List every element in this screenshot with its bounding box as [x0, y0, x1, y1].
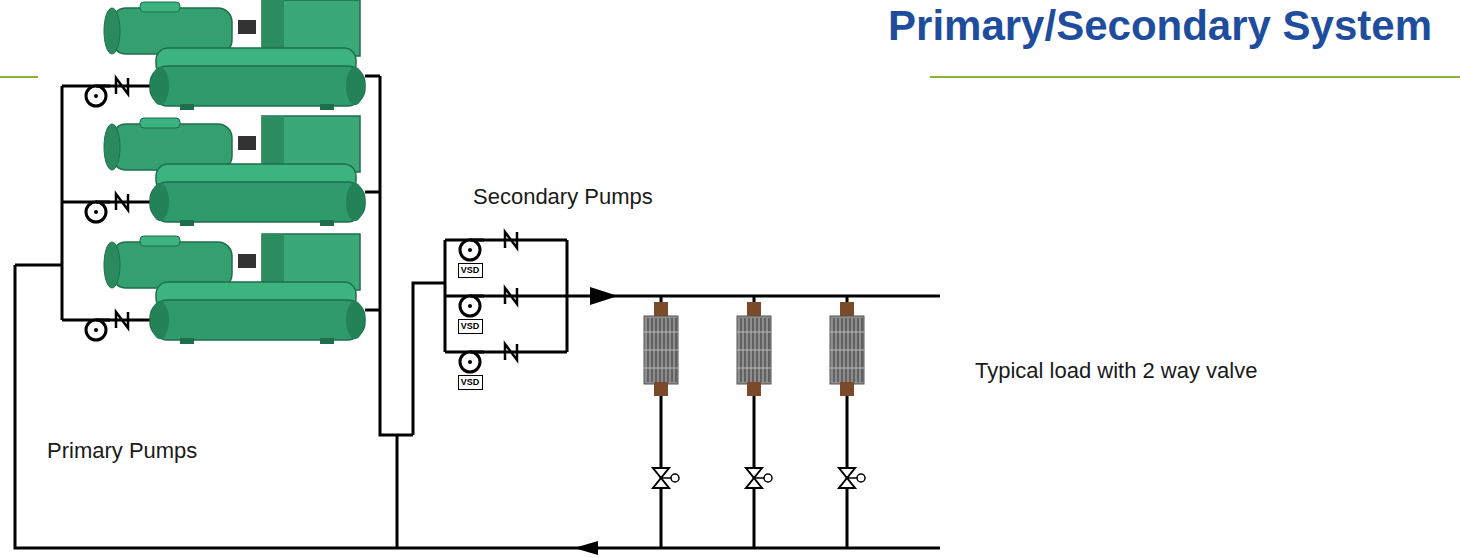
- check-valve: [505, 344, 517, 360]
- coil-symbol: [737, 302, 771, 396]
- check-valve: [116, 194, 128, 210]
- diagram-title: Primary/Secondary System: [888, 2, 1432, 50]
- pump-symbol: [460, 240, 484, 260]
- label-text: Secondary Pumps: [473, 184, 653, 210]
- coil-symbol: [644, 302, 678, 396]
- check-valve: [505, 232, 517, 248]
- secondary-suction-pipe: [413, 283, 445, 435]
- chiller: [104, 116, 365, 226]
- vsd-box: VSD: [458, 319, 483, 334]
- secondary-manifold: [445, 240, 567, 352]
- pump-symbol: [86, 202, 110, 222]
- vsd-box: VSD: [458, 375, 483, 390]
- accent-line: [0, 76, 38, 78]
- pump-symbol: [86, 86, 110, 106]
- chiller: [104, 234, 365, 344]
- accent-line: [930, 76, 1460, 78]
- piping: [15, 76, 940, 548]
- chiller: [104, 0, 365, 110]
- label-text: Primary Pumps: [47, 438, 197, 464]
- flow-arrow: [574, 541, 598, 555]
- node-label: VSD: [461, 322, 480, 331]
- pump-symbol: [86, 320, 110, 340]
- check-valve: [116, 312, 128, 328]
- coil-symbol: [830, 302, 864, 396]
- chiller-supply-pipe: [365, 76, 413, 435]
- label-text: Typical load with 2 way valve: [975, 358, 1257, 384]
- two-way-valve: [839, 468, 865, 488]
- decoupler-pipe: [396, 435, 399, 548]
- vsd-box: VSD: [458, 263, 483, 278]
- node-label: VSD: [461, 266, 480, 275]
- secondary-branch: [445, 240, 567, 352]
- two-way-valve: [653, 468, 679, 488]
- check-valve: [116, 78, 128, 94]
- node-label: VSD: [461, 378, 480, 387]
- check-valve: [505, 288, 517, 304]
- pump-symbol: [460, 352, 484, 372]
- load-branch: [661, 296, 847, 548]
- flow-arrow: [590, 287, 618, 305]
- pump-symbol: [460, 296, 484, 316]
- two-way-valve: [746, 468, 772, 488]
